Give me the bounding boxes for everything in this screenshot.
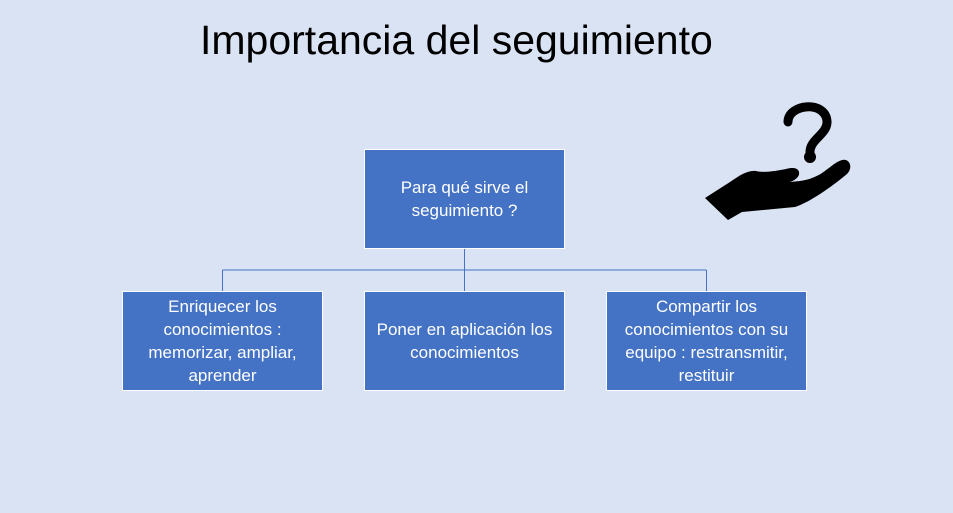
diagram-node-enriquecer: Enriquecer los conocimientos : memorizar… bbox=[122, 291, 323, 391]
diagram-node-poner-label: Poner en aplicación los conocimientos bbox=[376, 320, 553, 362]
question-mark-dot bbox=[804, 151, 816, 163]
diagram-node-compartir-label: Compartir los conocimientos con su equip… bbox=[624, 297, 789, 385]
open-hand-icon bbox=[705, 159, 851, 220]
slide-title: Importancia del seguimiento bbox=[200, 17, 713, 63]
diagram-node-root: Para qué sirve el seguimiento ? bbox=[364, 149, 565, 249]
question-mark-icon bbox=[783, 102, 832, 161]
diagram-node-poner: Poner en aplicación los conocimientos bbox=[364, 291, 565, 391]
diagram-node-enriquecer-label: Enriquecer los conocimientos : memorizar… bbox=[148, 297, 297, 385]
diagram-node-compartir: Compartir los conocimientos con su equip… bbox=[606, 291, 807, 391]
hand-question-icon bbox=[705, 102, 851, 220]
diagram-node-root-label: Para qué sirve el seguimiento ? bbox=[400, 178, 529, 220]
